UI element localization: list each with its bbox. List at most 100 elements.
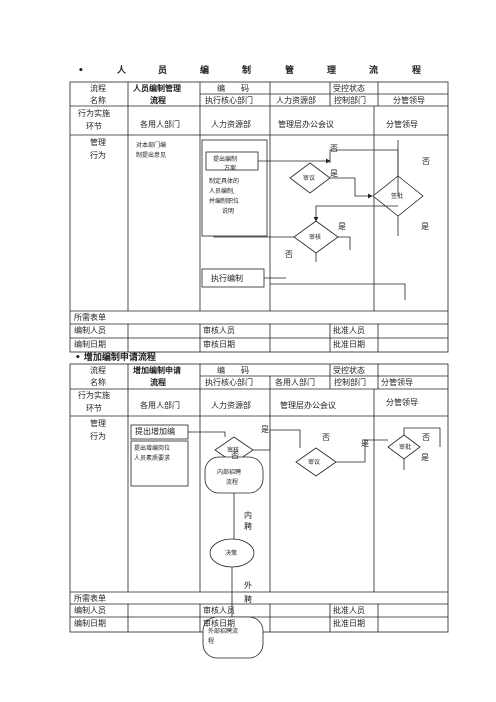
forms-label: 所需表单 xyxy=(74,313,106,322)
branch-yes: 是 xyxy=(330,169,338,178)
branch-yes: 是 xyxy=(421,222,429,231)
header-label: 流程 xyxy=(90,84,106,93)
title-char: 程 xyxy=(412,66,422,76)
draft-date-label: 编制日期 xyxy=(74,340,106,349)
stage-label: 行为实施 xyxy=(78,109,110,118)
leader-label: 分管领导 xyxy=(381,378,413,387)
decide-ellipse-text: 决策 xyxy=(225,550,238,557)
internal-hire-label: 内 xyxy=(244,511,252,520)
section2-title: • 增加编制申请流程 xyxy=(75,353,156,363)
execute-box-text: 执行编制 xyxy=(211,274,243,283)
apply-text: 提出增编岗位 xyxy=(134,445,171,452)
col-leader: 分管领导 xyxy=(386,398,418,407)
branch-no: 否 xyxy=(285,250,293,259)
approve-diamond-text: 签批 xyxy=(391,193,404,200)
code-label: 编 码 xyxy=(217,366,249,375)
approver-label: 批准人员 xyxy=(333,606,365,615)
node-text: 对本部门编 xyxy=(136,142,167,149)
stage-label: 环节 xyxy=(86,404,102,413)
flow-name: 人员编制管理 xyxy=(133,84,181,93)
header-label: 流程 xyxy=(90,366,106,375)
apply-text: 人员素质要求 xyxy=(134,455,171,462)
reviewer-label: 审核人员 xyxy=(203,326,235,335)
title-char: 理 xyxy=(327,66,337,76)
header-label: 名称 xyxy=(90,96,106,105)
flow-name: 流程 xyxy=(150,96,166,105)
review-diamond-text: 审议 xyxy=(308,459,321,466)
propose-plan-text: 方案 xyxy=(224,165,237,172)
col-hr: 人力资源部 xyxy=(211,401,251,410)
external-process-text: 外部招聘流 xyxy=(208,628,239,635)
title-char: 员 xyxy=(158,66,168,76)
review-date-label: 审核日期 xyxy=(203,619,235,628)
flow-name: 流程 xyxy=(150,378,166,387)
branch-yes: 是 xyxy=(361,439,369,448)
code-label: 编 码 xyxy=(217,84,249,93)
controlled-status-label: 受控状态 xyxy=(333,366,365,375)
exec-dept-label: 执行核心部门 xyxy=(205,96,253,105)
formulate-text: 并编制职位 xyxy=(209,198,240,205)
review-diamond-text: 审议 xyxy=(303,175,316,182)
audit-diamond-text: 审核 xyxy=(227,447,240,454)
branch-yes: 是 xyxy=(421,453,429,462)
external-hire-label: 聘 xyxy=(244,595,252,604)
review-date-label: 审核日期 xyxy=(203,340,235,349)
title-char: 管 xyxy=(285,66,295,76)
leader-label: 分管领导 xyxy=(393,96,425,105)
formulate-text: 人员编制, xyxy=(209,188,235,195)
col-meeting: 管理层办公会议 xyxy=(280,401,336,410)
col-leader: 分管领导 xyxy=(386,120,418,129)
title-char: 编 xyxy=(200,66,210,76)
mgmt-label: 行为 xyxy=(90,151,106,160)
stage-label: 行为实施 xyxy=(78,391,110,400)
propose-plan-text: 提出编制 xyxy=(213,156,238,163)
internal-process-text: 流程 xyxy=(226,479,239,486)
flow-name: 增加编制申请 xyxy=(133,366,181,375)
title-bullet: • xyxy=(78,66,84,76)
internal-hire-label: 聘 xyxy=(244,522,252,531)
mgmt-label: 管理 xyxy=(90,419,106,428)
title-char: 人 xyxy=(117,66,127,76)
formulate-text: 说明 xyxy=(222,208,235,215)
dept-opinion-node: 对本部门编 制提出意见 xyxy=(130,139,194,183)
col-user-dept: 各用人部门 xyxy=(140,401,180,410)
branch-no: 否 xyxy=(422,433,430,442)
external-process-text: 程 xyxy=(208,638,215,645)
dept-user: 各用人部门 xyxy=(275,378,315,387)
dept-hr: 人力资源部 xyxy=(276,96,316,105)
approve-diamond-text: 审批 xyxy=(399,444,412,451)
branch-no: 否 xyxy=(322,433,330,442)
audit-diamond-text: 审核 xyxy=(309,234,322,241)
controlled-status-label: 受控状态 xyxy=(333,84,365,93)
drafter-label: 编制人员 xyxy=(74,326,106,335)
mgmt-label: 行为 xyxy=(90,432,106,441)
branch-no: 否 xyxy=(422,157,430,166)
branch-no: 否 xyxy=(330,144,338,153)
approver-label: 批准人员 xyxy=(333,326,365,335)
branch-yes: 是 xyxy=(338,222,346,231)
col-user-dept: 各用人部门 xyxy=(140,120,180,129)
drafter-label: 编制人员 xyxy=(74,606,106,615)
external-hire-label: 外 xyxy=(244,581,252,590)
ctrl-dept-label: 控制部门 xyxy=(334,378,366,387)
approve-date-label: 批准日期 xyxy=(333,340,365,349)
forms-label: 所需表单 xyxy=(74,594,106,603)
mgmt-label: 管理 xyxy=(90,138,106,147)
propose-increase-text: 提出增加编 xyxy=(135,427,175,436)
node-text: 制提出意见 xyxy=(136,152,167,159)
title-char: 流 xyxy=(369,66,379,76)
formulate-text: 制定具体的 xyxy=(209,178,240,185)
header-label: 名称 xyxy=(90,378,106,387)
internal-process-text: 内部招聘 xyxy=(217,469,242,476)
ctrl-dept-label: 控制部门 xyxy=(334,96,366,105)
exec-dept-label: 执行核心部门 xyxy=(205,378,253,387)
branch-yes: 是 xyxy=(261,425,269,434)
approve-date-label: 批准日期 xyxy=(333,619,365,628)
col-meeting: 管理层办公会议 xyxy=(278,120,334,129)
branch-no: 否 xyxy=(231,451,239,460)
reviewer-label: 审核人员 xyxy=(203,606,235,615)
draft-date-label: 编制日期 xyxy=(74,619,106,628)
title-char: 制 xyxy=(242,66,252,76)
stage-label: 环节 xyxy=(86,122,102,131)
